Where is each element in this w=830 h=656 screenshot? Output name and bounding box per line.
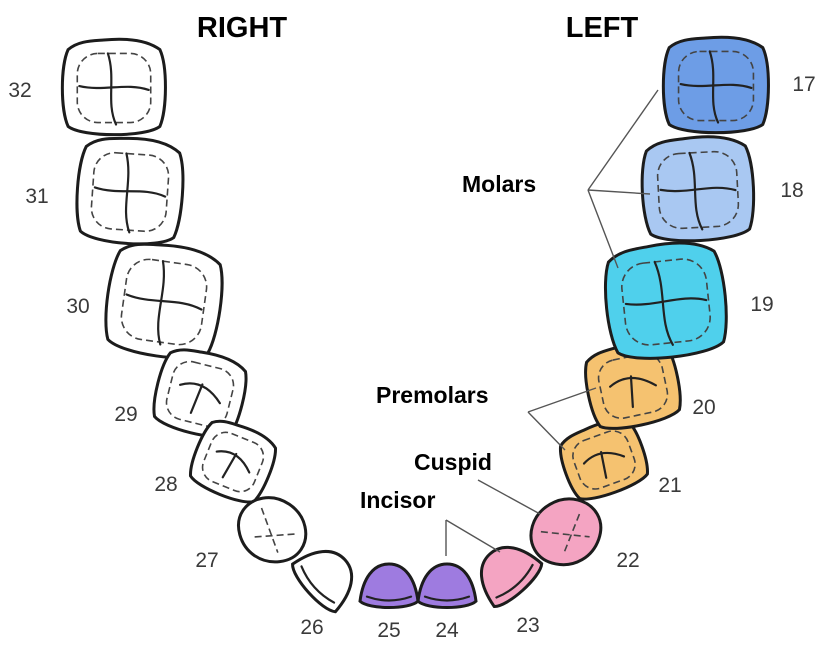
tooth-22	[529, 497, 603, 567]
tooth-27	[237, 496, 308, 564]
tooth-25	[358, 562, 420, 609]
tooth-31-cross-groove	[93, 186, 167, 198]
tooth-24-edge	[423, 595, 471, 602]
tooth-30-occlusal-rim	[120, 258, 208, 346]
tooth-19-central-groove	[653, 260, 674, 346]
molars-leader-18	[587, 189, 651, 195]
tooth-32-occlusal-rim	[76, 52, 152, 124]
tooth-24	[416, 562, 478, 609]
tooth-22-crown	[529, 497, 603, 567]
tooth-28	[189, 419, 277, 504]
tooth-30-cross-groove	[125, 293, 203, 311]
tooth-27-crown	[237, 496, 308, 564]
tooth-21-fissure	[600, 451, 608, 479]
tooth-number-32: 32	[8, 79, 31, 102]
tooth-number-20: 20	[692, 396, 715, 419]
tooth-24-crown	[416, 562, 478, 609]
tooth-19-occlusal-rim	[621, 258, 711, 346]
tooth-17-occlusal-rim	[677, 50, 755, 122]
tooth-19-cross-groove	[624, 297, 708, 306]
tooth-25-edge	[365, 595, 413, 602]
premolars-label: Premolars	[376, 382, 489, 408]
tooth-18-central-groove	[688, 151, 704, 231]
tooth-30-central-groove	[157, 260, 165, 346]
tooth-number-28: 28	[154, 473, 177, 496]
tooth-number-17: 17	[792, 73, 815, 96]
tooth-number-25: 25	[377, 619, 400, 642]
tooth-17-central-groove	[708, 50, 720, 124]
tooth-number-30: 30	[66, 295, 89, 318]
premolars-leader-20	[527, 387, 597, 413]
tooth-31	[75, 136, 185, 246]
tooth-26	[291, 550, 354, 614]
tooth-27-ridge-2	[254, 533, 295, 538]
tooth-number-22: 22	[616, 549, 639, 572]
tooth-number-19: 19	[750, 293, 773, 316]
molars-label: Molars	[462, 171, 536, 197]
tooth-number-23: 23	[516, 614, 539, 637]
premolars-leader-21	[527, 411, 566, 451]
tooth-32	[60, 37, 167, 137]
tooth-32-central-groove	[106, 52, 118, 126]
tooth-number-31: 31	[25, 185, 48, 208]
tooth-18	[640, 135, 756, 243]
incisor-label: Incisor	[360, 487, 435, 513]
tooth-number-26: 26	[300, 616, 323, 639]
tooth-21-occlusal-rim	[572, 430, 636, 490]
tooth-number-21: 21	[658, 474, 681, 497]
tooth-number-18: 18	[780, 179, 803, 202]
tooth-31-central-groove	[124, 152, 131, 234]
molars-leader-17	[587, 89, 659, 191]
leader-lines	[445, 89, 659, 556]
tooth-17-cross-groove	[679, 82, 753, 90]
tooth-23-edge	[495, 563, 534, 599]
cuspid-label: Cuspid	[414, 449, 492, 475]
tooth-32-cross-groove	[78, 84, 150, 92]
tooth-29-occlusal-rim	[165, 360, 235, 428]
tooth-23	[480, 545, 544, 608]
left-side-heading: LEFT	[566, 12, 639, 44]
tooth-26-crown	[291, 550, 354, 614]
tooth-28-occlusal-rim	[201, 431, 265, 493]
molars-leader-19	[587, 189, 619, 269]
tooth-29	[152, 348, 248, 439]
tooth-29-fissure	[189, 383, 204, 414]
tooth-number-24: 24	[435, 619, 459, 642]
tooth-22-ridge	[540, 530, 590, 538]
tooth-27-ridge	[260, 507, 279, 553]
tooth-20-fissure	[629, 375, 634, 409]
tooth-29-crown	[152, 348, 248, 439]
tooth-31-occlusal-rim	[90, 151, 170, 233]
tooth-19	[603, 241, 728, 360]
cuspid-leader-22	[477, 479, 541, 515]
incisor-leader-23	[445, 519, 501, 553]
right-side-heading: RIGHT	[197, 12, 288, 44]
tooth-25-crown	[358, 562, 420, 609]
tooth-17	[661, 35, 770, 135]
tooth-18-cross-groove	[659, 186, 737, 193]
tooth-30	[104, 242, 224, 360]
tooth-23-crown	[480, 545, 544, 608]
tooth-18-occlusal-rim	[656, 150, 740, 230]
tooth-number-29: 29	[114, 403, 137, 426]
tooth-number-group: 32 31 30 29 28 27 26 25 24 23 22 21 20 19 18 17	[8, 73, 815, 642]
tooth-22-ridge-2	[563, 512, 581, 552]
teeth-group	[60, 35, 770, 614]
tooth-28-fissure	[221, 452, 238, 479]
tooth-26-edge	[300, 565, 336, 604]
tooth-number-27: 27	[195, 549, 218, 572]
